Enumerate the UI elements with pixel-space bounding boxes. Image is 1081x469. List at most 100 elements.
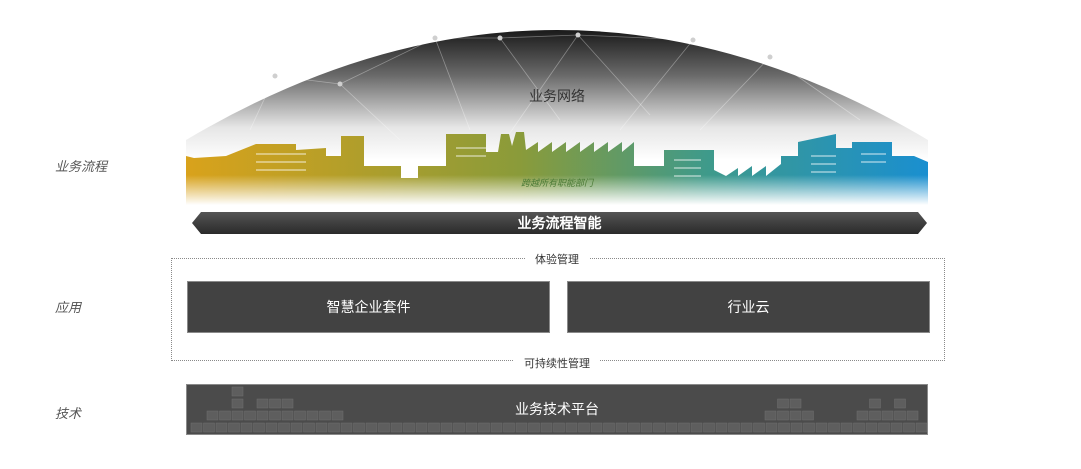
platform-block bbox=[465, 422, 478, 433]
platform-block bbox=[890, 422, 903, 433]
platform-block bbox=[856, 410, 869, 421]
platform-block bbox=[802, 410, 814, 421]
platform-block bbox=[740, 422, 753, 433]
platform-block bbox=[906, 410, 919, 421]
platform-block bbox=[653, 422, 665, 433]
platform-block bbox=[515, 422, 528, 433]
label-technology: 技术 bbox=[55, 406, 82, 421]
building-windows bbox=[256, 147, 886, 177]
platform-block bbox=[678, 422, 690, 433]
platform-block bbox=[378, 422, 390, 433]
platform-block bbox=[244, 410, 256, 421]
platform-block bbox=[331, 410, 344, 421]
sustainability-management-label: 可持续性管理 bbox=[514, 355, 600, 371]
platform-block bbox=[278, 422, 290, 433]
platform-block bbox=[365, 422, 378, 433]
platform-block bbox=[281, 398, 294, 409]
platform-block bbox=[603, 422, 615, 433]
platform-block bbox=[915, 422, 927, 433]
network-nodes bbox=[272, 32, 773, 87]
platform-block bbox=[253, 422, 265, 433]
platform-block bbox=[240, 422, 253, 433]
platform-block bbox=[478, 422, 490, 433]
platform-block bbox=[803, 422, 815, 433]
platform-block bbox=[777, 398, 789, 409]
process-intelligence-bar bbox=[192, 212, 927, 234]
departments-caption: 跨越所有职能部门 bbox=[520, 178, 593, 188]
platform-block bbox=[206, 410, 219, 421]
platform-block bbox=[815, 422, 828, 433]
departments-skyline bbox=[186, 132, 928, 205]
platform-block bbox=[440, 422, 453, 433]
platform-block bbox=[190, 422, 203, 433]
platform-blocks-pattern bbox=[190, 386, 927, 433]
platform-block bbox=[528, 422, 540, 433]
platform-block bbox=[340, 422, 353, 433]
dome-shape bbox=[186, 30, 928, 160]
platform-block bbox=[265, 422, 278, 433]
platform-block bbox=[215, 422, 228, 433]
platform-block bbox=[428, 422, 440, 433]
platform-block bbox=[269, 410, 281, 421]
platform-block bbox=[490, 422, 503, 433]
platform-block bbox=[219, 410, 231, 421]
business-technology-platform-box bbox=[186, 384, 928, 435]
label-business-process: 业务流程 bbox=[55, 159, 108, 174]
platform-block bbox=[453, 422, 465, 433]
platform-block bbox=[303, 422, 315, 433]
platform-block bbox=[728, 422, 740, 433]
platform-block bbox=[256, 398, 269, 409]
platform-block bbox=[628, 422, 640, 433]
industry-cloud-box: 行业云 bbox=[567, 281, 930, 333]
platform-block bbox=[789, 398, 802, 409]
platform-block bbox=[315, 422, 328, 433]
platform-block bbox=[615, 422, 628, 433]
platform-block bbox=[565, 422, 578, 433]
label-application: 应用 bbox=[55, 300, 82, 315]
platform-block bbox=[390, 422, 403, 433]
platform-block bbox=[269, 398, 281, 409]
platform-block bbox=[281, 410, 294, 421]
platform-block bbox=[203, 422, 215, 433]
platform-block bbox=[881, 410, 894, 421]
platform-block bbox=[231, 410, 244, 421]
platform-block bbox=[903, 422, 915, 433]
platform-block bbox=[590, 422, 603, 433]
platform-block bbox=[231, 386, 244, 397]
platform-block bbox=[828, 422, 840, 433]
platform-block bbox=[715, 422, 728, 433]
experience-management-label: 体验管理 bbox=[525, 251, 589, 267]
platform-block bbox=[228, 422, 240, 433]
platform-block bbox=[790, 422, 803, 433]
platform-block bbox=[869, 398, 881, 409]
platform-block bbox=[353, 422, 365, 433]
platform-block bbox=[290, 422, 303, 433]
platform-block bbox=[869, 410, 881, 421]
platform-block bbox=[256, 410, 269, 421]
platform-block bbox=[765, 422, 778, 433]
process-intelligence-label: 业务流程智能 bbox=[517, 215, 602, 231]
platform-block bbox=[665, 422, 678, 433]
platform-block bbox=[578, 422, 590, 433]
platform-block bbox=[415, 422, 428, 433]
business-network-dome bbox=[186, 30, 928, 160]
platform-block bbox=[553, 422, 565, 433]
network-lines bbox=[249, 34, 861, 141]
business-technology-platform-label: 业务技术平台 bbox=[515, 401, 599, 417]
platform-block bbox=[778, 422, 790, 433]
platform-block bbox=[789, 410, 802, 421]
platform-block bbox=[403, 422, 415, 433]
platform-block bbox=[503, 422, 515, 433]
platform-block bbox=[878, 422, 890, 433]
platform-block bbox=[777, 410, 789, 421]
platform-block bbox=[894, 410, 906, 421]
business-network-title: 业务网络 bbox=[529, 88, 585, 104]
platform-block bbox=[865, 422, 878, 433]
platform-block bbox=[319, 410, 331, 421]
platform-block bbox=[540, 422, 553, 433]
platform-block bbox=[853, 422, 865, 433]
platform-block bbox=[703, 422, 715, 433]
intelligent-enterprise-suite-box: 智慧企业套件 bbox=[187, 281, 550, 333]
platform-block bbox=[840, 422, 853, 433]
platform-block bbox=[894, 398, 906, 409]
